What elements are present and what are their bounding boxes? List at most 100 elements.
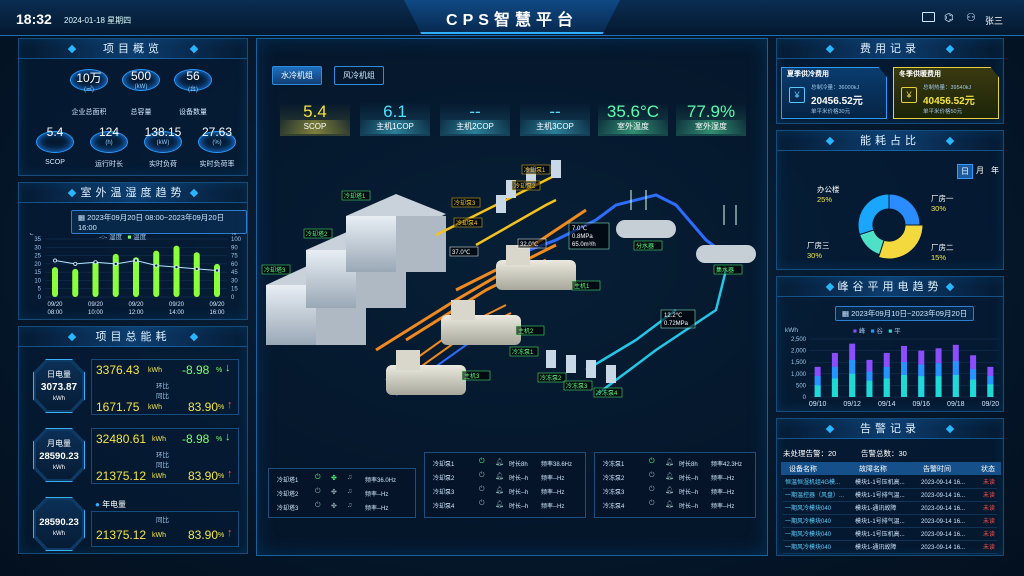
winter-cost-card[interactable] bbox=[893, 67, 999, 119]
y-tick-right: 30 bbox=[231, 278, 238, 284]
month-prev-unit: kWh bbox=[152, 473, 166, 480]
power-icon[interactable]: ⏻ bbox=[479, 458, 485, 465]
power-icon[interactable]: ⏻ bbox=[315, 474, 321, 481]
year-unit: kWh bbox=[53, 531, 65, 537]
pie-slice[interactable] bbox=[888, 193, 921, 226]
x-tick: 09/20 bbox=[982, 401, 1000, 408]
chiller-1[interactable] bbox=[496, 245, 576, 290]
chilled-pump-set[interactable] bbox=[546, 350, 616, 383]
kpi-glow bbox=[440, 102, 510, 136]
temp-date-range[interactable]: ▦ 2023年09月20日 08:00~2023年09月20日 16:00 bbox=[71, 210, 247, 234]
diagram-label-cwp1: 冷却泵1 bbox=[524, 166, 546, 174]
pie-slice[interactable] bbox=[877, 224, 924, 260]
day-hb-label: 环比 bbox=[156, 383, 169, 390]
power-icon[interactable]: ⏻ bbox=[479, 486, 485, 493]
winter-title: 冬季供暖费用 bbox=[899, 71, 941, 78]
tab-air-cooled[interactable]: 风冷机组 bbox=[334, 66, 384, 85]
power-icon[interactable]: ⏻ bbox=[649, 472, 655, 479]
power-icon[interactable]: ⏻ bbox=[479, 500, 485, 507]
y-tick: 2,000 bbox=[791, 349, 807, 355]
overview-value: 27.63 bbox=[201, 125, 233, 139]
equipment-name: 冷却塔1 bbox=[277, 478, 299, 484]
alarm-row[interactable]: 恒温恒湿机组4G模...模块1-1号压机高...2023-09-14 16...… bbox=[783, 477, 997, 489]
month-hb-pct: % bbox=[216, 436, 223, 443]
kpi-glow bbox=[280, 102, 350, 136]
diagram-label-dist: 分水器 bbox=[636, 242, 654, 250]
cooling-tower-1[interactable] bbox=[346, 194, 446, 272]
alarm-col-status: 状态 bbox=[981, 466, 995, 473]
water-collector[interactable] bbox=[696, 205, 756, 263]
temp-legend: -○- 湿度 ■ 温度 bbox=[99, 234, 147, 241]
alarm-row[interactable]: 一期温控器（风盘）...模块1-1号排气温...2023-09-14 16...… bbox=[783, 490, 997, 502]
diagram-label-chp1: 冷冻泵1 bbox=[512, 348, 534, 356]
temp-bar bbox=[72, 268, 79, 297]
bullet-icon: ● bbox=[95, 500, 103, 509]
chilled-supply-pipe bbox=[515, 193, 727, 257]
equipment-duration: 时长--h bbox=[509, 476, 529, 482]
winter-icon: ¥ bbox=[901, 87, 917, 103]
org-chart-icon[interactable]: ⌬ bbox=[944, 12, 954, 24]
y-tick-left: 35 bbox=[34, 237, 41, 243]
power-icon[interactable]: ⏻ bbox=[315, 488, 321, 495]
humidity-point bbox=[174, 265, 179, 270]
x-tick-date: 09/20 bbox=[47, 302, 63, 308]
share-tab-month[interactable]: 月 bbox=[976, 166, 984, 175]
power-icon[interactable]: ⏻ bbox=[649, 486, 655, 493]
user-name[interactable]: 张三 bbox=[985, 16, 1004, 26]
equipment-duration: 时长--h bbox=[509, 490, 529, 496]
tab-water-cooled[interactable]: 水冷机组 bbox=[272, 66, 322, 85]
equipment-name: 冷却泵3 bbox=[433, 490, 455, 496]
alarm-col-device: 设备名称 bbox=[789, 466, 817, 473]
pie-slice[interactable] bbox=[857, 193, 890, 236]
alarm-cell: 未读 bbox=[983, 532, 996, 538]
overview-unit: (%) bbox=[212, 140, 222, 146]
peak-bar-flat bbox=[918, 376, 925, 397]
summer-cost-card[interactable] bbox=[781, 67, 887, 119]
equipment-freq: 频率--Hz bbox=[541, 504, 565, 510]
year-detail: 同比 21375.12 kWh 83.90 % ↑ bbox=[91, 511, 239, 547]
day-cur: 3376.43 bbox=[96, 363, 140, 377]
water-distributor[interactable] bbox=[616, 190, 676, 238]
day-tb-label: 同比 bbox=[156, 393, 169, 400]
overview-ring bbox=[174, 69, 212, 91]
power-icon[interactable]: ⏻ bbox=[315, 502, 321, 509]
day-unit: kWh bbox=[53, 396, 65, 402]
winter-total: 总制热量：39540kJ bbox=[923, 85, 972, 91]
summer-total: 总制冷量：36000kJ bbox=[811, 85, 860, 91]
peak-bar-flat bbox=[831, 378, 838, 397]
share-tab-year[interactable]: 年 bbox=[991, 166, 999, 175]
chiller-2[interactable] bbox=[441, 300, 521, 345]
power-icon[interactable]: ⏻ bbox=[649, 500, 655, 507]
kpi-glow bbox=[676, 102, 746, 136]
bell-icon: ♫ bbox=[347, 488, 353, 495]
share-tab-day[interactable]: 日 bbox=[957, 164, 973, 179]
month-hb: -8.98 bbox=[182, 432, 210, 446]
cooling-pump-set[interactable] bbox=[496, 160, 561, 213]
peak-date-range[interactable]: ▦ 2023年09月10日~2023年09月20日 bbox=[835, 306, 975, 321]
day-value: 3073.87 bbox=[40, 382, 78, 393]
overview-value: 138.15 bbox=[144, 125, 182, 139]
alarm-cell: 一期风冷模块040 bbox=[785, 506, 832, 512]
month-unit: kWh bbox=[53, 465, 65, 471]
overview-label: 总容量 bbox=[130, 109, 152, 116]
y-tick-right: 15 bbox=[231, 287, 238, 293]
power-icon[interactable]: ⏻ bbox=[649, 458, 655, 465]
x-tick-date: 09/20 bbox=[169, 302, 185, 308]
overview-label: 企业总面积 bbox=[71, 109, 107, 116]
diagram-label-bg bbox=[303, 228, 333, 239]
temp-bar bbox=[193, 252, 200, 297]
chiller-3[interactable] bbox=[386, 350, 466, 395]
user-icon[interactable]: ⚇ bbox=[966, 12, 976, 24]
monitor-icon[interactable] bbox=[922, 12, 935, 22]
supply-readout: 7.0℃ bbox=[572, 225, 587, 232]
peak-bar-flat bbox=[987, 384, 994, 397]
y-tick-left: 30 bbox=[34, 245, 41, 251]
power-icon[interactable]: ⏻ bbox=[479, 472, 485, 479]
